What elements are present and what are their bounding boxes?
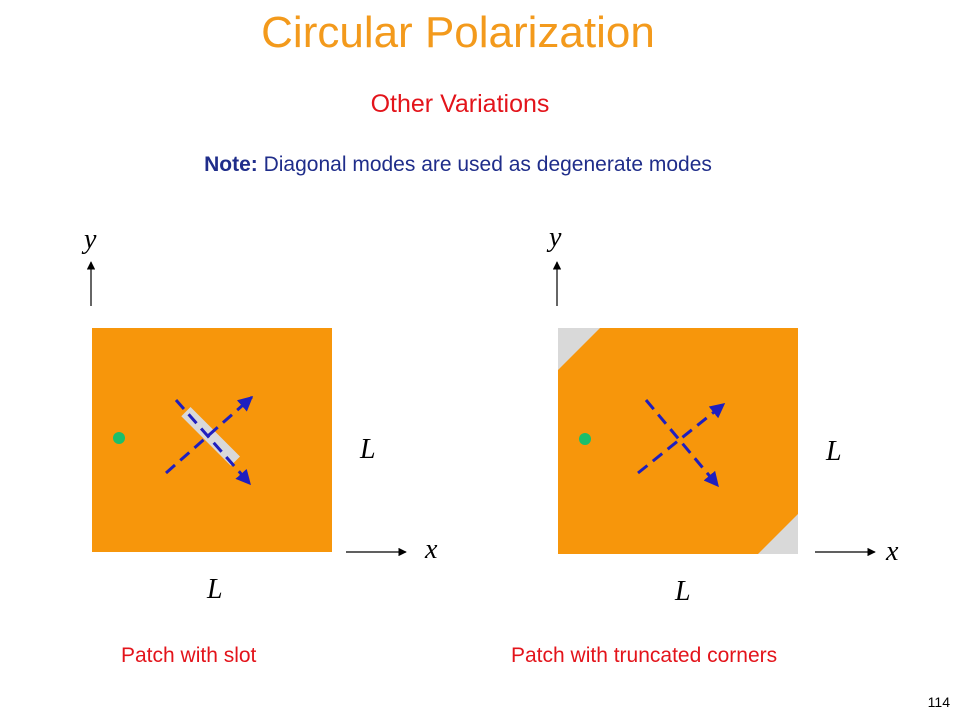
slide-title: Circular Polarization bbox=[261, 8, 655, 57]
left-bottom-length-label: L bbox=[206, 574, 223, 605]
right-diagram: y x L L bbox=[546, 222, 899, 607]
note-label: Note: bbox=[204, 153, 258, 176]
right-side-length-label: L bbox=[825, 436, 842, 467]
slide-subtitle: Other Variations bbox=[370, 90, 550, 118]
page-number: 114 bbox=[927, 694, 950, 710]
right-caption: Patch with truncated corners bbox=[511, 644, 778, 667]
note-line: Note: Diagonal modes are used as degener… bbox=[0, 153, 916, 177]
right-bottom-length-label: L bbox=[674, 576, 691, 607]
right-patch bbox=[558, 328, 798, 554]
note-text: Diagonal modes are used as degenerate mo… bbox=[257, 153, 712, 176]
left-mode-arrow-1 bbox=[165, 395, 254, 475]
left-x-label: x bbox=[424, 534, 438, 565]
left-y-label: y bbox=[81, 224, 97, 255]
left-diagram: y x L L bbox=[81, 224, 438, 605]
right-x-label: x bbox=[885, 536, 899, 567]
left-feed-point bbox=[113, 432, 125, 444]
right-y-label: y bbox=[546, 222, 562, 253]
right-feed-point bbox=[579, 433, 591, 445]
left-caption: Patch with slot bbox=[121, 644, 257, 667]
left-side-length-label: L bbox=[359, 434, 376, 465]
